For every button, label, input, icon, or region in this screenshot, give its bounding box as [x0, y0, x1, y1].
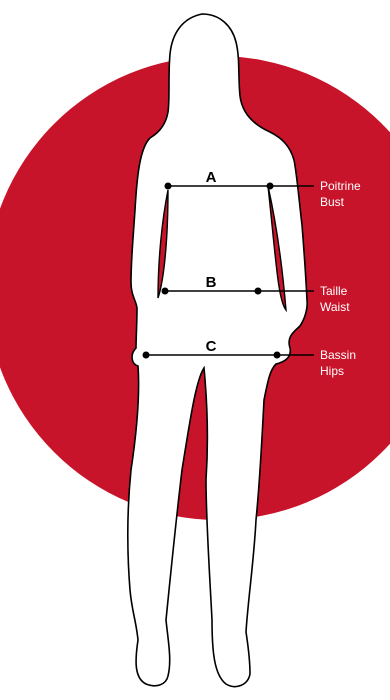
hips-label-fr: Bassin	[320, 348, 356, 362]
bust-label-fr: Poitrine	[320, 179, 361, 193]
waist-label-en: Waist	[320, 300, 350, 314]
waist-label-fr: Taille	[320, 284, 348, 298]
bust-label-en: Bust	[320, 195, 345, 209]
letter-a: A	[206, 169, 217, 186]
hips-left-dot	[143, 352, 150, 359]
letter-b: B	[206, 274, 217, 291]
waist-right-dot	[255, 288, 262, 295]
bust-right-dot	[267, 183, 274, 190]
waist-left-dot	[162, 288, 169, 295]
hips-label-en: Hips	[320, 364, 344, 378]
bust-left-dot	[165, 183, 172, 190]
letter-c: C	[206, 338, 217, 355]
hips-right-dot	[274, 352, 281, 359]
